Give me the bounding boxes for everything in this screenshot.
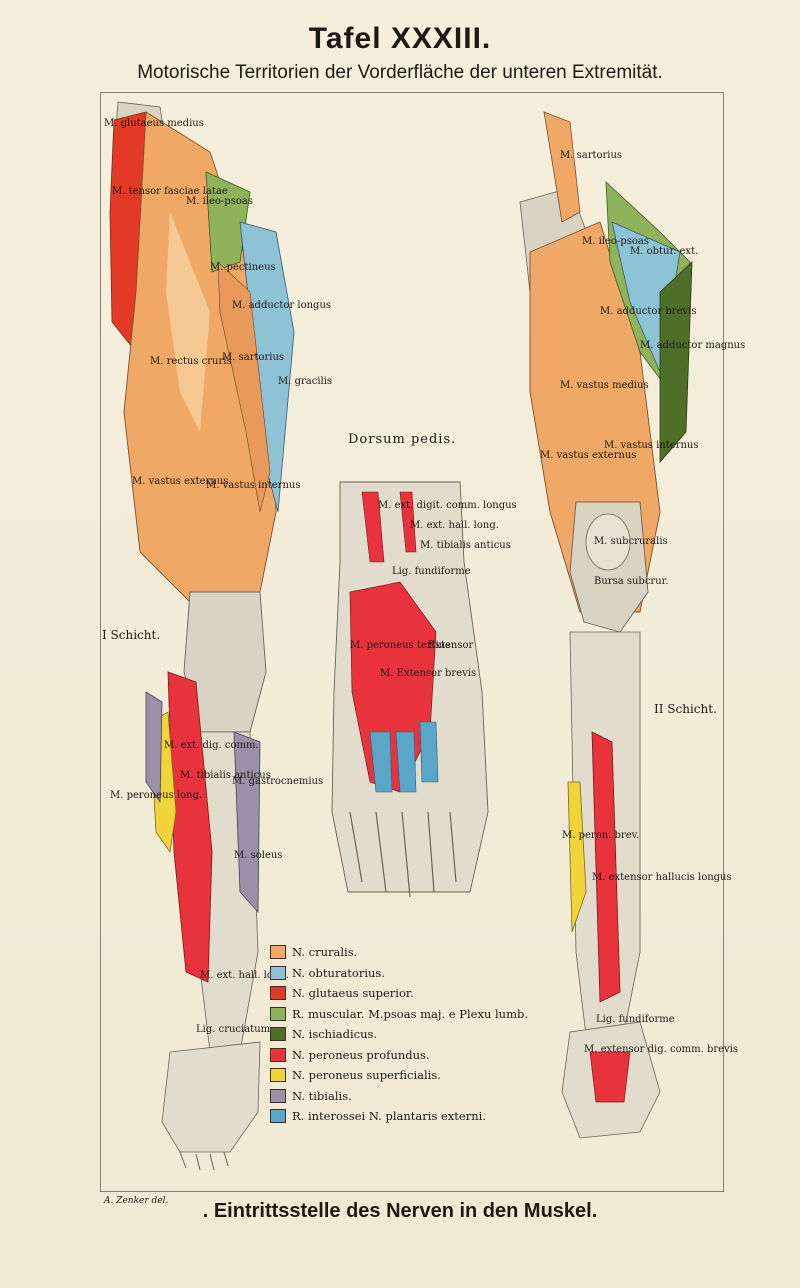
plate-subtitle: Motorische Territorien der Vorderfläche … (137, 62, 663, 83)
label-fundiforme-right: Lig. fundiforme (596, 1014, 675, 1025)
label-peron-long-left: M. peroneus long. (110, 790, 203, 801)
label-ext-brevis-foot: M. Extensor brevis (380, 668, 477, 679)
label-peron-tert-foot: M. peroneus tertius (350, 640, 451, 651)
legend-swatch (270, 1006, 286, 1021)
legend-item: N. peroneus superficialis. (270, 1065, 528, 1086)
label-add-brev-right: M. adductor brevis (600, 306, 697, 317)
legend-label: N. ischiadicus. (292, 1027, 378, 1042)
label-ext-dig-brev-right: M. extensor dig. comm. brevis (584, 1044, 739, 1055)
legend-item: N. glutaeus superior. (270, 983, 528, 1004)
anatomy-illustration (100, 92, 722, 1190)
label-vast-ext-left: M. vastus externus (132, 476, 229, 487)
label-tib-ant-left: M. tibialis anticus (180, 770, 271, 781)
legend-swatch (270, 1068, 286, 1083)
label-vast-int-left: M. vastus internus (206, 480, 301, 491)
label-sart-right: M. sartorius (560, 150, 623, 161)
label-ext-hall-right: M. extensor hallucis longus (592, 872, 732, 883)
label-vast-med-right: M. vastus medius (560, 380, 649, 391)
legend-label: N. tibialis. (292, 1088, 352, 1103)
label-ext-dig-long-foot: M. ext. digit. comm. longus (378, 500, 517, 511)
label-ileo-left: M. ileo-psoas (186, 196, 253, 207)
schicht-left-label: I Schicht. (102, 628, 161, 642)
label-ileo-right: M. ileo-psoas (582, 236, 649, 247)
plate-frame (100, 92, 724, 1192)
label-peron-brev-right: M. peron. brev. (562, 830, 640, 841)
legend-label: N. glutaeus superior. (292, 986, 414, 1001)
legend-item: N. ischiadicus. (270, 1024, 528, 1045)
dorsum-pedis-title: Dorsum pedis. (348, 432, 457, 447)
legend-item: N. tibialis. (270, 1086, 528, 1107)
label-vast-int-right: M. vastus internus (604, 440, 699, 451)
label-obt-ext-right: M. obtur. ext. (630, 246, 699, 257)
label-tensor-left: M. tensor fasciae latae (112, 186, 228, 197)
legend-item: R. muscular. M.psoas maj. e Plexu lumb. (270, 1004, 528, 1025)
legend-item: N. peroneus profundus. (270, 1045, 528, 1066)
legend-item: N. cruralis. (270, 942, 528, 963)
plate-title: Tafel XXXIII. (308, 22, 492, 55)
schicht-right-label: II Schicht. (654, 702, 717, 716)
label-cruciat-left: Lig. cruciatum (196, 1024, 271, 1035)
label-glut-med-left: M. glutaeus medius (104, 118, 204, 129)
right-leg (519, 111, 693, 1139)
label-gastro-left: M. gastrocnemius (232, 776, 324, 787)
label-gracilis-left: M. gracilis (278, 376, 333, 387)
legend-swatch (270, 1088, 286, 1103)
legend-swatch (270, 1047, 286, 1062)
legend-label: N. obturatorius. (292, 965, 385, 980)
label-rectus-left: M. rectus cruris (150, 356, 232, 367)
legend-swatch (270, 986, 286, 1001)
label-sart-left: M. sartorius (222, 352, 285, 363)
anatomy-svg (109, 101, 693, 1171)
legend-swatch (270, 965, 286, 980)
legend-label: N. peroneus profundus. (292, 1047, 430, 1062)
label-pect-left: M. pectineus (210, 262, 276, 273)
label-subcrur-right: M. subcruralis (594, 536, 668, 547)
legend-label: R. muscular. M.psoas maj. e Plexu lumb. (292, 1006, 529, 1021)
label-tib-ant-foot: M. tibialis anticus (420, 540, 511, 551)
label-ext-dig-left: M. ext. dig. comm. (164, 740, 259, 751)
label-extensor-foot: Extensor (428, 640, 474, 651)
dorsum-pedis (331, 481, 489, 898)
legend-label: N. cruralis. (292, 945, 358, 960)
artist-credit: A. Zenker del. (104, 1196, 169, 1206)
legend-item: R. interossei N. plantaris externi. (270, 1106, 528, 1127)
label-vast-ext-right: M. vastus externus (540, 450, 637, 461)
label-fundiforme-foot: Lig. fundiforme (392, 566, 471, 577)
legend-swatch (270, 1109, 286, 1124)
label-ext-hall-left: M. ext. hall. long. (200, 970, 289, 981)
nerve-legend: N. cruralis. N. obturatorius. N. glutaeu… (270, 942, 528, 1127)
legend-label: N. peroneus superficialis. (292, 1068, 441, 1083)
label-add-long-left: M. adductor longus (232, 300, 332, 311)
label-bursa-right: Bursa subcrur. (594, 576, 669, 587)
label-soleus-left: M. soleus (234, 850, 283, 861)
legend-swatch (270, 1027, 286, 1042)
label-ext-hall-long-foot: M. ext. hall. long. (410, 520, 499, 531)
legend-swatch (270, 945, 286, 960)
label-add-mag-right: M. adductor magnus (640, 340, 746, 351)
left-leg (109, 101, 295, 1171)
plate-caption: . Eintrittsstelle des Nerven in den Musk… (202, 1200, 598, 1222)
legend-label: R. interossei N. plantaris externi. (292, 1109, 486, 1124)
legend-item: N. obturatorius. (270, 963, 528, 984)
